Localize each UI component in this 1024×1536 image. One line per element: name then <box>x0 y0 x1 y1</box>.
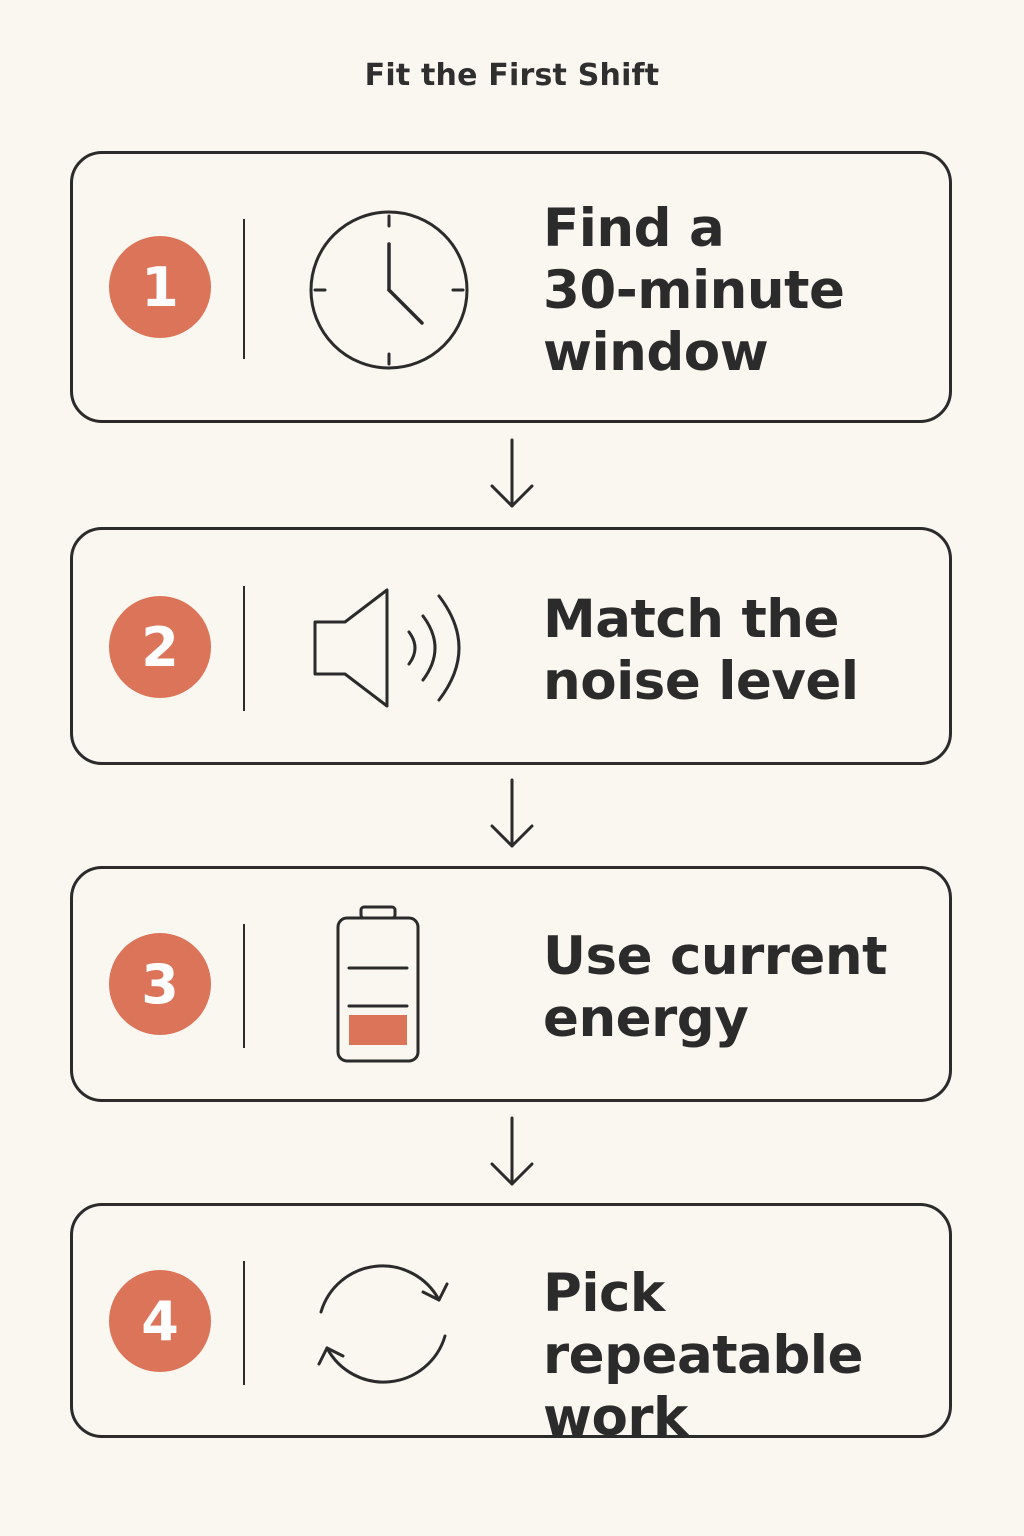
down-arrow-icon <box>488 778 536 850</box>
step-label: Pick repeatable work <box>543 1263 863 1448</box>
step-divider <box>243 219 245 359</box>
step-label: Use current energy <box>543 926 887 1049</box>
step-label: Find a 30-minute window <box>543 198 845 383</box>
repeat-icon <box>313 1254 453 1394</box>
step-card-3: 3 Use current energy <box>70 866 952 1102</box>
step-card-2: 2 Match the noise level <box>70 527 952 765</box>
diagram-title: Fit the First Shift <box>364 58 660 93</box>
down-arrow-icon <box>488 1116 536 1188</box>
step-number-badge: 1 <box>109 236 211 338</box>
step-number-badge: 3 <box>109 933 211 1035</box>
step-divider <box>243 924 245 1048</box>
step-divider <box>243 586 245 711</box>
step-number-badge: 2 <box>109 596 211 698</box>
step-label: Match the noise level <box>543 589 859 712</box>
step-divider <box>243 1261 245 1385</box>
step-card-4: 4 Pick repeatable work <box>70 1203 952 1448</box>
step-number-badge: 4 <box>109 1270 211 1372</box>
down-arrow-icon <box>488 438 536 510</box>
step-card-1: 1 Find a 30-minute window <box>70 151 952 423</box>
clock-icon <box>309 210 469 370</box>
battery-icon <box>335 905 421 1065</box>
speaker-icon <box>311 586 471 710</box>
